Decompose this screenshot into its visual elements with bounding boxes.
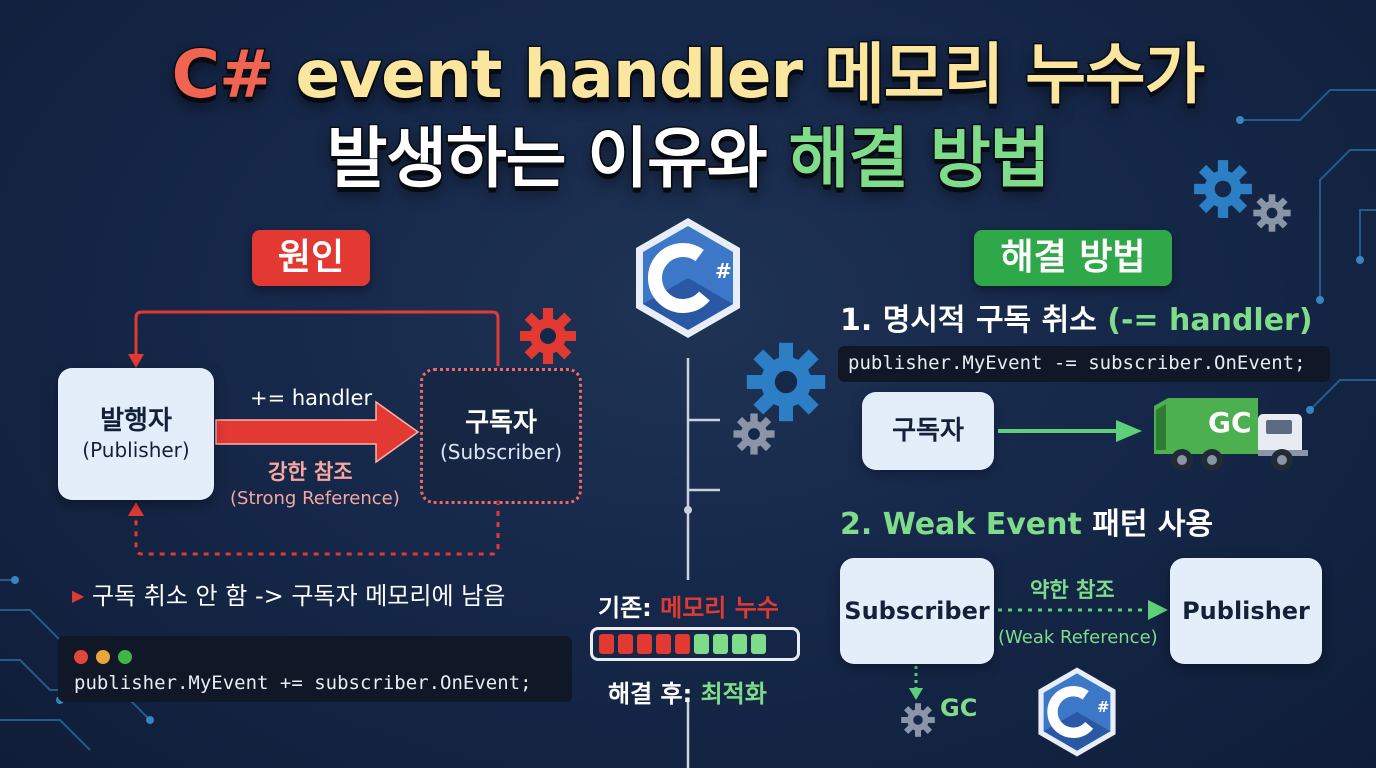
weak-reference-sub: (Weak Reference) xyxy=(998,627,1158,648)
garbage-truck-icon xyxy=(1154,398,1308,471)
title-reason: 발생하는 이유와 xyxy=(325,119,789,199)
page-title-line-1: C# event handler 메모리 누수가 xyxy=(0,34,1376,116)
cause-bullet-text: 구독 취소 안 함 -> 구독자 메모리에 남음 xyxy=(91,582,506,610)
publisher-box: 발행자 (Publisher) xyxy=(58,368,214,500)
cause-code-block: publisher.MyEvent += subscriber.OnEvent; xyxy=(58,636,572,702)
solution-subscriber-box: 구독자 xyxy=(862,392,994,470)
weak-subscriber-label: Subscriber xyxy=(844,597,990,625)
memory-segment-red xyxy=(637,634,652,654)
weak-publisher-label: Publisher xyxy=(1182,597,1310,625)
step1-prefix: 1. 명시적 구독 취소 xyxy=(840,303,1108,338)
weak-gc-label: GC xyxy=(940,694,978,722)
before-status: 기존: 메모리 누수 xyxy=(598,588,779,623)
subscriber-box: 구독자 (Subscriber) xyxy=(420,368,582,504)
solution-code-block: publisher.MyEvent -= subscriber.OnEvent; xyxy=(838,346,1330,382)
after-status: 해결 후: 최적화 xyxy=(608,674,767,709)
solution-subscriber-label: 구독자 xyxy=(892,416,964,446)
red-dot-icon xyxy=(74,650,88,664)
memory-segment-green xyxy=(732,634,747,654)
yellow-dot-icon xyxy=(96,650,110,664)
memory-segment-red xyxy=(599,634,614,654)
weak-subscriber-box: Subscriber xyxy=(840,558,994,664)
after-value: 최적화 xyxy=(700,680,767,708)
window-dots xyxy=(74,650,132,664)
memory-segment-red xyxy=(618,634,633,654)
svg-text:#: # xyxy=(1097,699,1109,716)
after-label: 해결 후: xyxy=(608,680,701,708)
bullet-triangle-icon: ▶ xyxy=(72,586,85,605)
weak-reference-label: 약한 참조 xyxy=(1030,578,1115,602)
publisher-subtitle: (Publisher) xyxy=(82,438,190,462)
cause-bullet: ▶ 구독 취소 안 함 -> 구독자 메모리에 남음 xyxy=(72,576,505,611)
csharp-logo-small-icon: # xyxy=(1038,667,1116,757)
title-csharp: C# xyxy=(170,35,276,115)
step1-heading: 1. 명시적 구독 취소 (-= handler) xyxy=(840,302,1313,340)
gear-icon xyxy=(520,308,576,364)
strong-reference-label: 강한 참조 xyxy=(268,460,353,484)
title-main: event handler 메모리 누수가 xyxy=(273,35,1207,115)
title-solution: 해결 방법 xyxy=(787,119,1052,199)
solution-badge: 해결 방법 xyxy=(974,230,1172,286)
cause-code-line: publisher.MyEvent += subscriber.OnEvent; xyxy=(74,672,532,694)
subscriber-title: 구독자 xyxy=(465,408,537,438)
weak-publisher-box: Publisher xyxy=(1170,558,1322,664)
memory-progress-bar xyxy=(590,627,800,661)
memory-segment-green xyxy=(751,634,766,654)
memory-segment-green xyxy=(694,634,709,654)
step1-highlight: (-= handler) xyxy=(1107,303,1313,338)
memory-segment-red xyxy=(675,634,690,654)
green-dot-icon xyxy=(118,650,132,664)
svg-text:#: # xyxy=(715,259,732,283)
handler-arrow-label: += handler xyxy=(250,386,373,410)
csharp-logo-icon: # xyxy=(636,218,740,338)
strong-reference-sub: (Strong Reference) xyxy=(230,488,400,509)
solution-code-line: publisher.MyEvent -= subscriber.OnEvent; xyxy=(848,352,1306,374)
step2-suffix: 패턴 사용 xyxy=(1081,507,1214,542)
page-title-line-2: 발생하는 이유와 해결 방법 xyxy=(0,118,1376,200)
gear-icon xyxy=(901,703,935,737)
gear-icon xyxy=(746,342,826,422)
before-label: 기존: xyxy=(598,594,661,622)
publisher-title: 발행자 xyxy=(100,406,172,436)
step2-highlight: 2. Weak Event xyxy=(840,507,1082,542)
gear-icon xyxy=(1194,160,1252,218)
gc-truck-label: GC xyxy=(1208,406,1252,439)
gear-icon xyxy=(733,413,775,455)
cause-badge: 원인 xyxy=(252,230,370,286)
memory-segment-red xyxy=(656,634,671,654)
memory-segment-green xyxy=(713,634,728,654)
subscriber-subtitle: (Subscriber) xyxy=(439,440,563,464)
step2-heading: 2. Weak Event 패턴 사용 xyxy=(840,506,1213,544)
gear-icon xyxy=(1253,194,1291,232)
before-value: 메모리 누수 xyxy=(660,594,779,622)
